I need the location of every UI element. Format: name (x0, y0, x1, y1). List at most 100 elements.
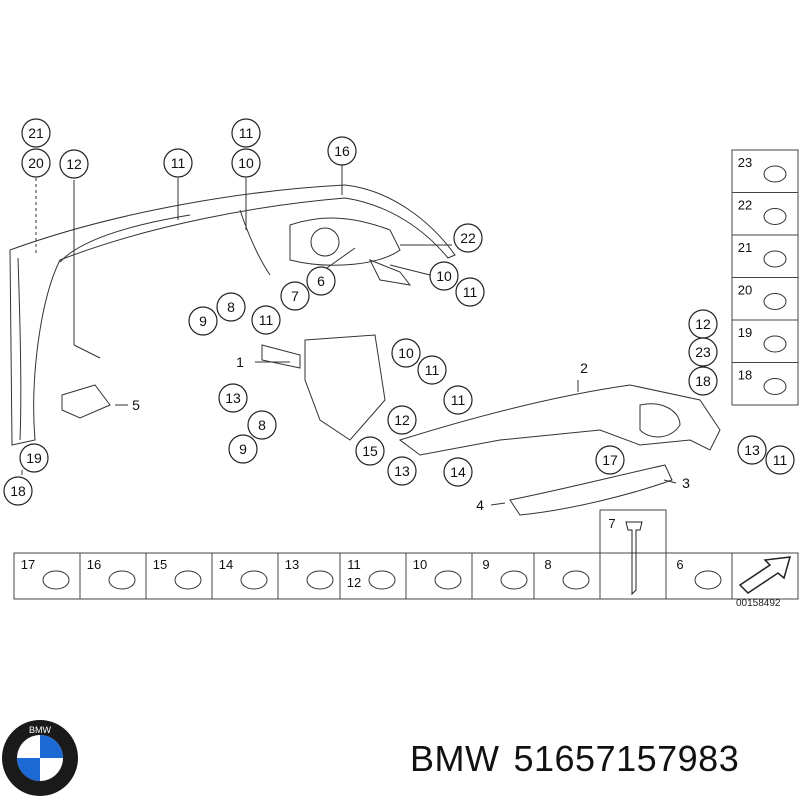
callout-number: 10 (231, 148, 261, 178)
callout-label: 5 (132, 397, 140, 413)
svg-text:19: 19 (26, 450, 42, 466)
strip-label: 11 (347, 557, 361, 572)
direction-arrow-icon (738, 556, 792, 594)
strip-label: 10 (413, 557, 427, 572)
carrier-2 (398, 384, 721, 456)
svg-text:14: 14 (450, 464, 466, 480)
strip-label: 12 (347, 575, 361, 590)
svg-text:17: 17 (602, 452, 618, 468)
strip-label: 6 (676, 557, 683, 572)
fastener-icon (306, 570, 334, 590)
callout-number: 15 (355, 436, 385, 466)
callout-number: 11 (417, 355, 447, 385)
fastener-icon (763, 165, 787, 183)
callout-label: 4 (476, 497, 484, 513)
callout-label: 1 (236, 354, 244, 370)
svg-text:11: 11 (239, 125, 254, 141)
side-panel-label: 20 (738, 283, 752, 298)
callout-number: 20 (21, 148, 51, 178)
part-label: BMW 51657157983 (410, 738, 753, 780)
bottom-strip-frame (13, 552, 733, 600)
callout-number: 18 (3, 476, 33, 506)
bumper-cover-edge (17, 257, 22, 441)
fastener-icon (42, 570, 70, 590)
leader-line (663, 479, 677, 484)
svg-text:18: 18 (695, 373, 711, 389)
fastener-icon (763, 293, 787, 310)
bumper-cover (9, 184, 456, 446)
callout-number: 22 (453, 223, 483, 253)
bracket-1-arm (261, 344, 301, 369)
screw-icon (625, 521, 643, 596)
fastener-icon (108, 570, 136, 590)
fastener-icon (434, 570, 462, 590)
bumper-bracket-lower (368, 259, 412, 286)
svg-text:10: 10 (436, 268, 452, 284)
svg-text:11: 11 (171, 155, 186, 171)
brand-name: BMW (410, 738, 500, 779)
callout-number: 11 (251, 305, 281, 335)
svg-text:15: 15 (362, 443, 378, 459)
callout-number: 12 (688, 309, 718, 339)
svg-text:10: 10 (238, 155, 254, 171)
svg-text:21: 21 (28, 125, 44, 141)
svg-text:11: 11 (773, 452, 788, 468)
svg-text:8: 8 (258, 417, 266, 433)
callout-number: 17 (595, 445, 625, 475)
svg-text:18: 18 (10, 483, 26, 499)
callout-number: 11 (455, 277, 485, 307)
callout-label: 3 (682, 475, 690, 491)
part-number: 51657157983 (513, 738, 740, 779)
callout-number: 21 (21, 118, 51, 148)
callout-number: 12 (387, 405, 417, 435)
callout-number: 9 (188, 306, 218, 336)
fastener-icon (763, 250, 787, 268)
svg-text:12: 12 (394, 412, 410, 428)
callout-number: 10 (391, 338, 421, 368)
strip-label: 15 (153, 557, 167, 572)
bumper-cover-crease (239, 209, 271, 276)
strip-label: 9 (482, 557, 489, 572)
callout-number: 13 (387, 456, 417, 486)
callout-number: 13 (737, 435, 767, 465)
strip-label: 8 (544, 557, 551, 572)
fastener-icon (562, 570, 590, 590)
svg-text:13: 13 (744, 442, 760, 458)
leader-line (389, 264, 431, 276)
bmw-logo-icon: BMW (2, 720, 78, 796)
side-panel-label: 19 (738, 325, 752, 340)
svg-text:7: 7 (291, 288, 299, 304)
fastener-icon (763, 378, 787, 395)
callout-number: 11 (765, 445, 795, 475)
bmw-logo-lettering: BMW (29, 725, 52, 735)
side-panel-label: 21 (738, 240, 752, 255)
svg-text:13: 13 (225, 390, 241, 406)
fastener-icon (763, 208, 787, 225)
fastener-icon (500, 570, 528, 590)
svg-text:13: 13 (394, 463, 410, 479)
absorber-3 (509, 464, 673, 516)
callout-number: 11 (231, 118, 261, 148)
svg-text:22: 22 (460, 230, 476, 246)
callout-number: 7 (280, 281, 310, 311)
callout-number: 10 (429, 261, 459, 291)
svg-text:11: 11 (259, 312, 274, 328)
svg-text:11: 11 (451, 392, 466, 408)
strip-label: 17 (21, 557, 35, 572)
svg-text:12: 12 (66, 156, 82, 172)
side-panel-label: 22 (738, 198, 752, 213)
side-panel-label: 23 (738, 155, 752, 170)
svg-text:11: 11 (463, 284, 478, 300)
headlamp-cutout (289, 217, 401, 266)
callout-number: 19 (19, 443, 49, 473)
svg-text:11: 11 (425, 362, 440, 378)
carrier-2-opening (639, 403, 681, 438)
fastener-icon (174, 570, 202, 590)
bracket-5 (61, 384, 111, 419)
svg-text:9: 9 (199, 313, 207, 329)
callout-number: 9 (228, 434, 258, 464)
callout-number: 6 (306, 266, 336, 296)
